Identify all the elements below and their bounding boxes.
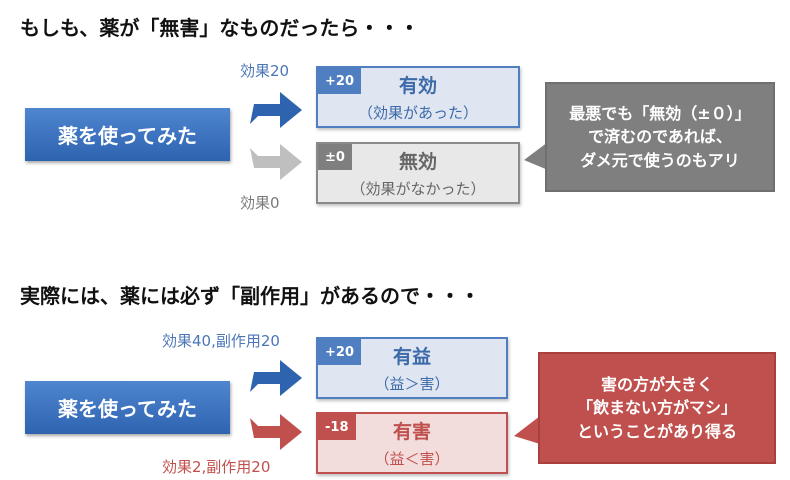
section2-outcome-harmful-badge: -18: [318, 414, 356, 440]
section2-action-box: 薬を使ってみた: [25, 381, 230, 434]
section2-callout-pointer: [514, 416, 540, 444]
section1-arrow-up-icon: [250, 92, 302, 128]
section2-callout-pointer-shape: [514, 416, 540, 444]
section2-outcome-beneficial-title: 有益: [392, 346, 431, 368]
section2-caption-effect-top: 効果40,副作用20: [162, 332, 280, 350]
section1-callout-pointer-shape: [524, 142, 548, 170]
section2-callout: 害の方が大きく 「飲まない方がマシ」 ということがあり得る: [538, 352, 776, 464]
section2-callout-line: ということがあり得る: [576, 421, 737, 441]
section1-callout-line: で済むのであれば、: [588, 127, 732, 147]
section1-callout-pointer: [524, 142, 548, 170]
section2-outcome-beneficial: +20 有益 （益＞害）: [316, 337, 508, 399]
section2-outcome-beneficial-sub: （益＞害）: [374, 375, 450, 393]
section1-outcome-effective: +20 有効 （効果があった）: [316, 66, 520, 128]
section2-outcome-harmful-title: 有害: [392, 421, 431, 443]
section2-outcome-beneficial-badge: +20: [318, 339, 361, 365]
section1-caption-effect-bottom: 効果0: [240, 194, 280, 212]
section1-action-label: 薬を使ってみた: [58, 124, 197, 148]
section1-callout-line: ダメ元で使うのもアリ: [580, 150, 740, 170]
section1-arrow-down-shape: [250, 144, 302, 180]
section1-outcome-effective-title: 有効: [398, 75, 437, 97]
section1-arrow-down-icon: [250, 144, 302, 180]
section1-outcome-ineffective-badge: ±0: [318, 144, 352, 170]
section2-action-label: 薬を使ってみた: [58, 397, 197, 421]
section2-callout-line: 「飲まない方がマシ」: [576, 398, 737, 418]
section2-callout-line: 害の方が大きく: [600, 375, 713, 395]
section1-outcome-ineffective-title: 無効: [398, 151, 437, 173]
section1-callout: 最悪でも「無効（±０）」 で済むのであれば、 ダメ元で使うのもアリ: [545, 82, 775, 192]
section1-caption-effect-top: 効果20: [240, 62, 290, 80]
section1-outcome-ineffective: ±0 無効 （効果がなかった）: [316, 142, 520, 204]
section2-arrow-down-icon: [250, 414, 302, 450]
section2-outcome-harmful-sub: （益＜害）: [374, 450, 450, 468]
section2-arrow-up-icon: [250, 360, 302, 396]
section1-heading: もしも、薬が「無害」なものだったら・・・: [20, 16, 420, 40]
section2-heading: 実際には、薬には必ず「副作用」があるので・・・: [20, 284, 480, 308]
section2-arrow-up-shape: [250, 360, 302, 396]
section2-caption-effect-bottom: 効果2,副作用20: [162, 458, 271, 476]
section1-outcome-effective-sub: （効果があった）: [357, 104, 478, 122]
section2-arrow-down-shape: [250, 414, 302, 450]
section2-outcome-harmful: -18 有害 （益＜害）: [316, 412, 508, 474]
section1-outcome-effective-badge: +20: [318, 68, 361, 94]
section1-callout-line: 最悪でも「無効（±０）」: [569, 104, 751, 124]
section1-outcome-ineffective-sub: （効果がなかった）: [350, 180, 486, 198]
section1-action-box: 薬を使ってみた: [25, 108, 230, 161]
section1-arrow-up-shape: [250, 92, 302, 128]
